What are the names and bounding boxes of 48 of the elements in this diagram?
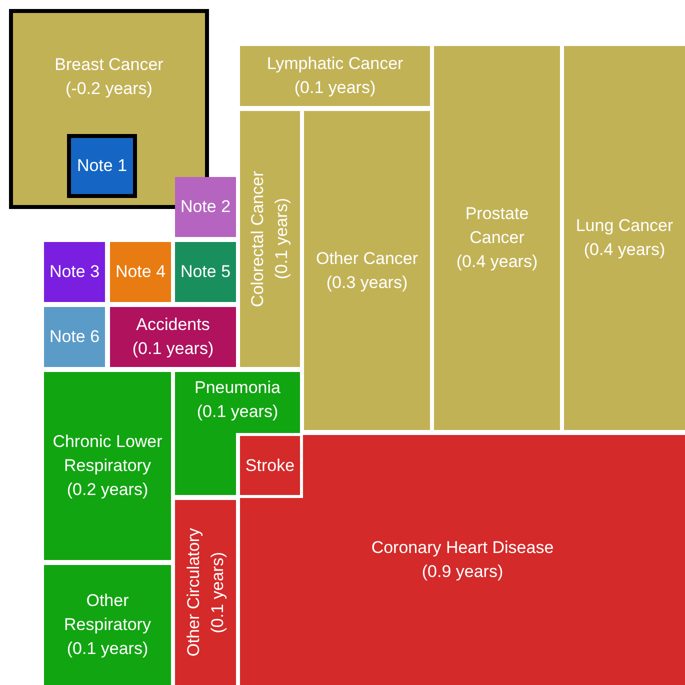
tile-label: Lymphatic Cancer: [266, 53, 404, 75]
tile-label: Note 4: [115, 261, 166, 283]
tile-label: Pneumonia: [194, 377, 280, 399]
treemap-tile: [110, 242, 171, 302]
tile-value: (0.1 years): [196, 401, 278, 423]
treemap-tile: [175, 242, 236, 302]
tile-label: Other Cancer: [316, 248, 418, 270]
treemap-tile: [175, 500, 236, 685]
treemap-tile: [240, 111, 300, 367]
treemap-tile: [44, 372, 171, 560]
tile-value: (0.4 years): [584, 239, 666, 261]
tile-label: Note 1: [76, 155, 128, 177]
tile-label: Note 3: [49, 261, 100, 283]
tile-value: (0.3 years): [326, 272, 408, 294]
treemap-tile: [175, 177, 236, 237]
tile-label: Lung Cancer: [576, 215, 674, 237]
tile-label: Chronic Lower Respiratory: [52, 431, 162, 477]
treemap-tile: [434, 46, 560, 430]
treemap-tile: [240, 46, 430, 106]
tile-label: Coronary Heart Disease: [371, 537, 554, 559]
tile-label: Stroke: [245, 454, 295, 476]
tile-value: (0.1 years): [206, 552, 228, 634]
tile-value: (0.4 years): [456, 251, 538, 273]
treemap-tile: [240, 435, 685, 685]
treemap-tile: [67, 134, 137, 198]
tile-label: Note 2: [180, 196, 231, 218]
tile-label: Other Circulatory: [182, 528, 204, 657]
treemap-tile: [44, 307, 105, 367]
tile-label: Other Respiratory: [63, 590, 152, 636]
tile-value: (-0.2 years): [66, 78, 152, 100]
treemap-tile: [304, 111, 430, 430]
tile-value: (0.1 years): [132, 338, 214, 360]
tile-value: (0.2 years): [66, 479, 148, 501]
tile-label: Note 5: [180, 261, 231, 283]
tile-label: Accidents: [136, 314, 210, 336]
treemap-tile: [564, 46, 685, 430]
treemap-tile: [110, 307, 236, 367]
treemap-tile: [44, 565, 171, 685]
treemap-tile: [44, 242, 105, 302]
tile-label: Note 6: [49, 326, 100, 348]
tile-value: (0.1 years): [66, 638, 148, 660]
tile-label: Prostate Cancer: [464, 203, 530, 249]
tile-value: (0.1 years): [271, 198, 292, 280]
treemap-tile: [175, 372, 300, 433]
tile-label: Breast Cancer: [54, 54, 164, 76]
tile-value: (0.1 years): [294, 77, 376, 99]
tile-value: (0.9 years): [422, 561, 504, 583]
tile-label: Colorectal Cancer: [247, 170, 268, 308]
